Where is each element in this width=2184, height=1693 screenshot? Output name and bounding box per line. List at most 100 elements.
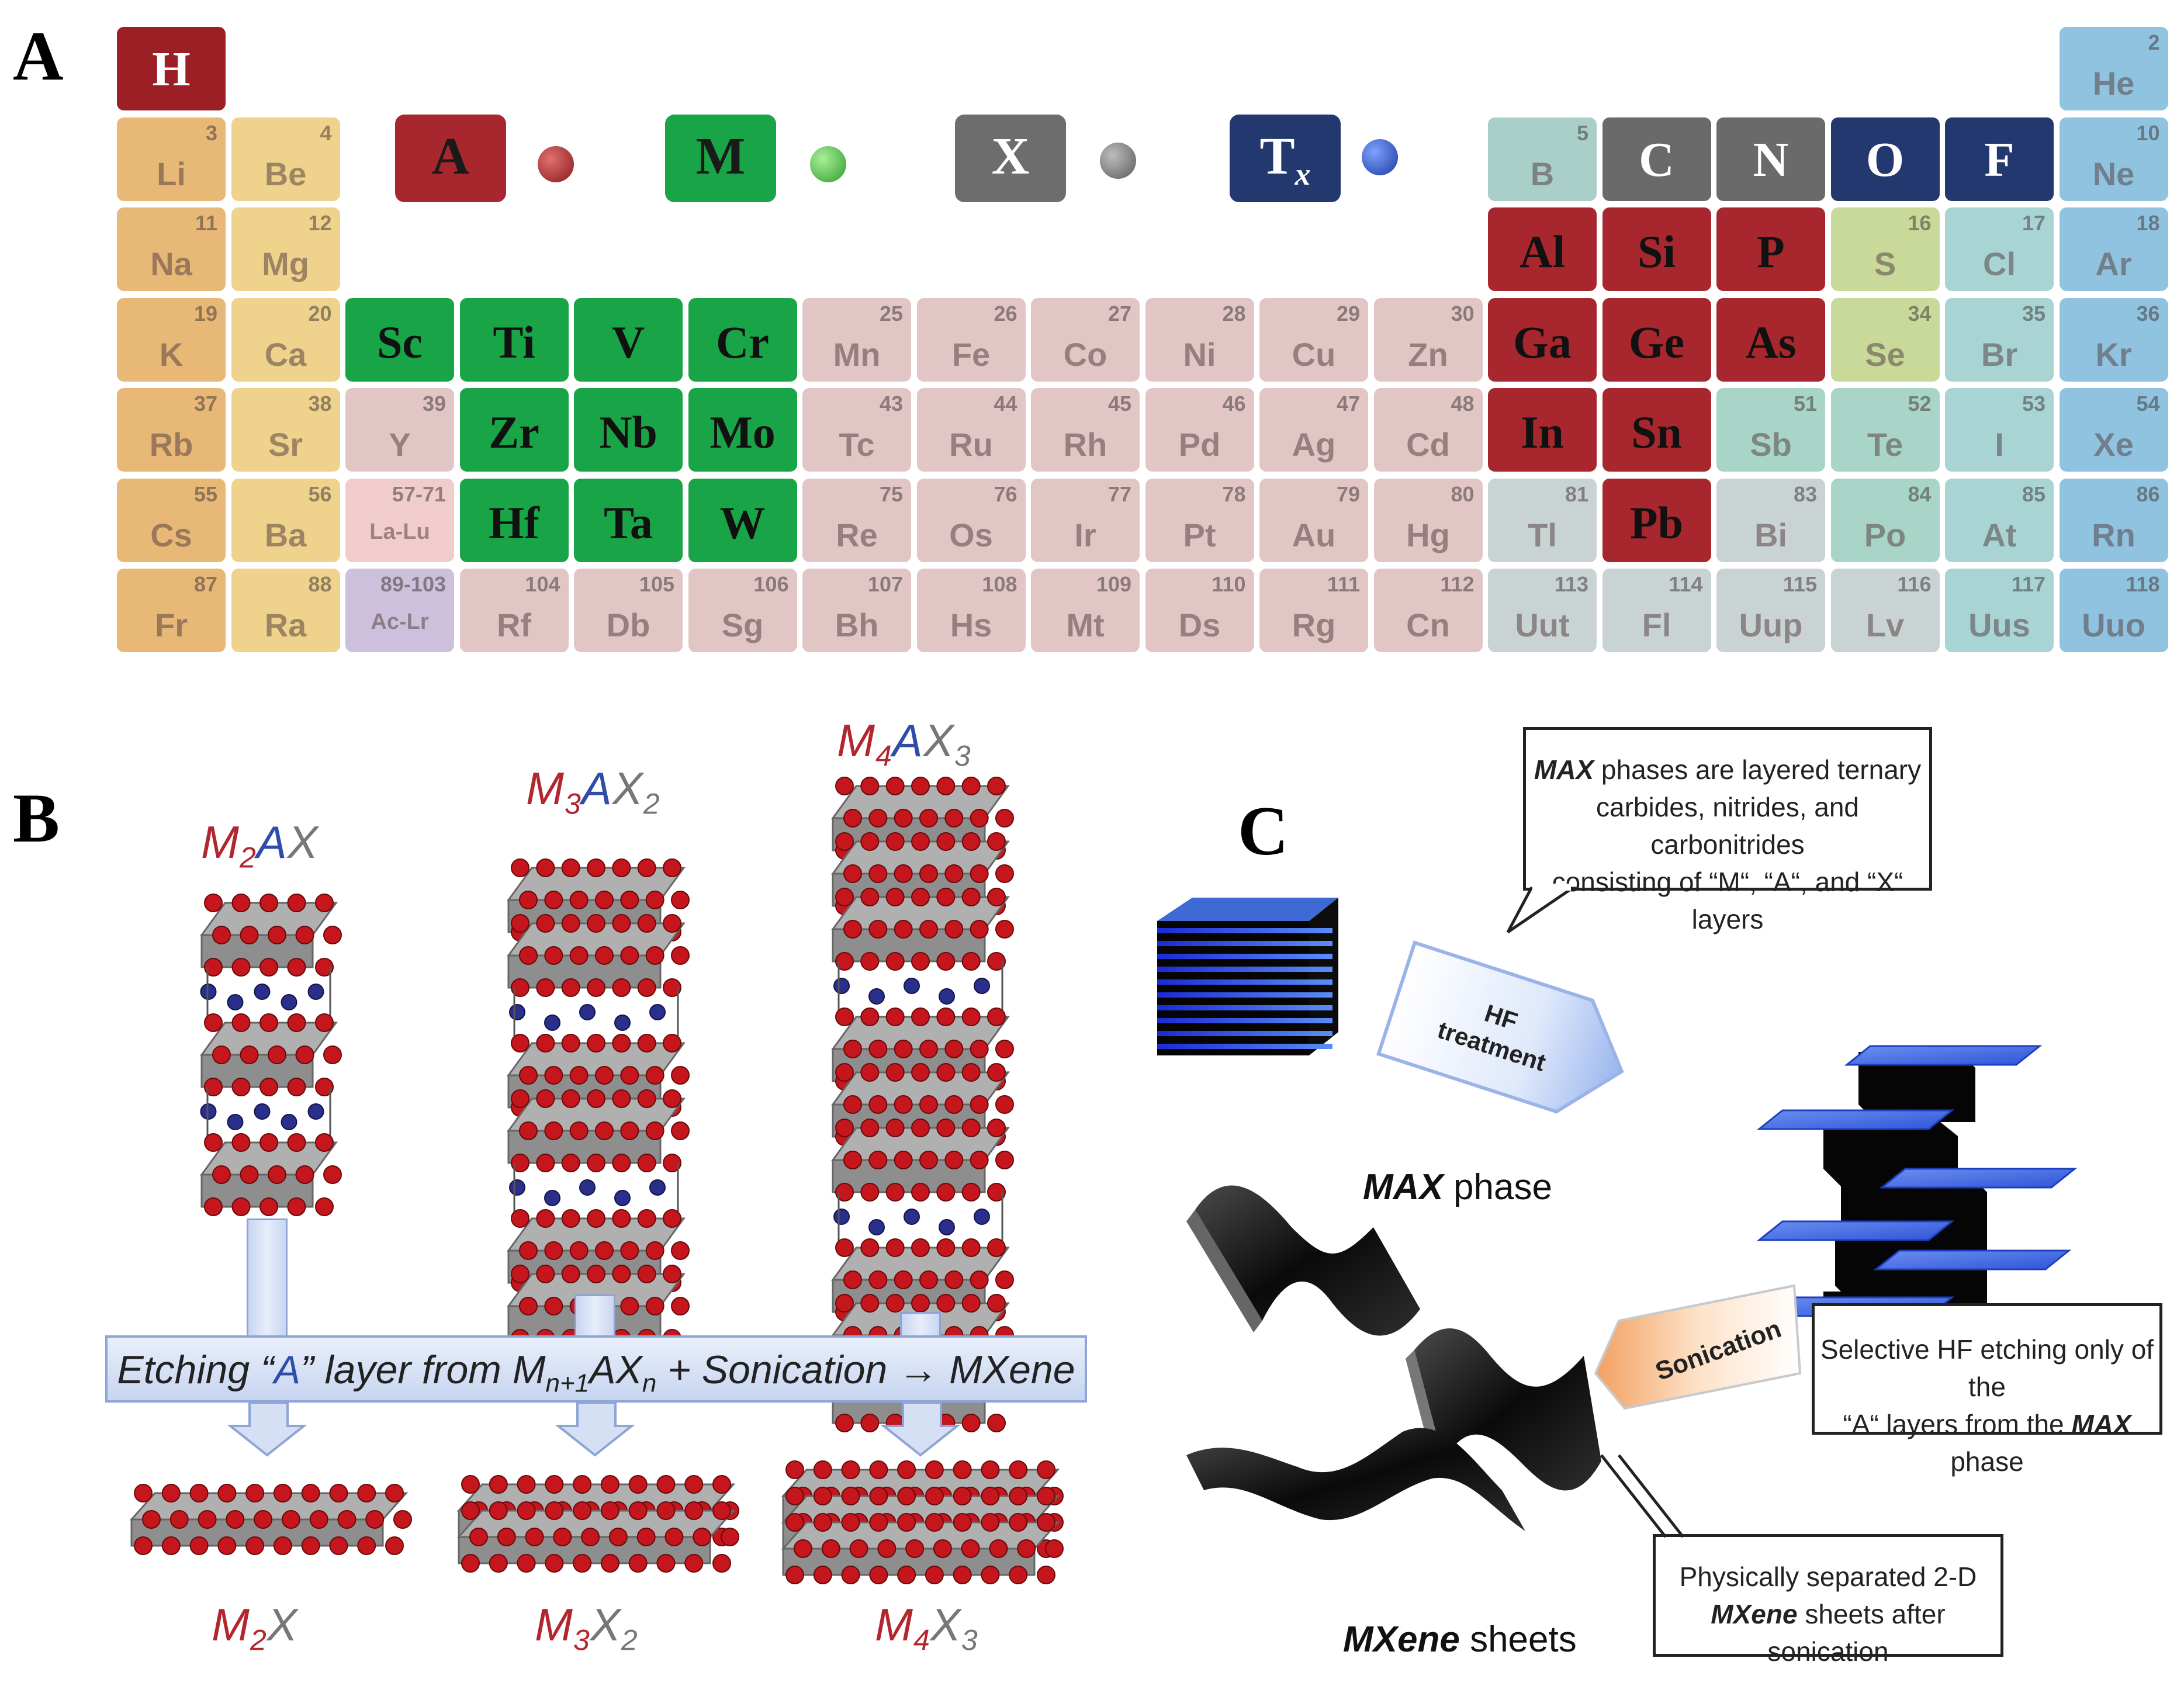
element-symbol: W xyxy=(719,497,766,548)
element-symbol: Po xyxy=(1864,516,1906,553)
element-f: F xyxy=(1945,117,2054,201)
atomic-number: 85 xyxy=(2022,482,2045,506)
etch-callout-line2: “A“ layers from the MAX phase xyxy=(1843,1409,2131,1477)
atomic-number: 76 xyxy=(994,482,1017,506)
element-symbol: Hs xyxy=(950,607,992,643)
atomic-number: 38 xyxy=(308,392,332,416)
legend-tx-box: Tx xyxy=(1230,115,1341,202)
element-symbol: Lv xyxy=(1865,607,1905,643)
atomic-number: 29 xyxy=(1336,301,1360,326)
atomic-number: 12 xyxy=(308,211,332,235)
element-pb: Pb xyxy=(1602,478,1711,562)
element-as: As xyxy=(1716,297,1825,382)
element-symbol: Uus xyxy=(1968,607,2030,643)
max-callout-line3: consisting of “M“, “A“, and “X“ layers xyxy=(1552,867,1903,934)
etching-text: Etching “A” layer from Mn+1AXn + Sonicat… xyxy=(117,1348,1075,1398)
down-arrows xyxy=(227,1401,961,1457)
element-symbol: F xyxy=(1984,132,2015,187)
atomic-number: 83 xyxy=(1793,482,1817,506)
element-symbol: Nb xyxy=(599,407,657,458)
atomic-number: 26 xyxy=(994,301,1017,326)
etch-callout-line1: Selective HF etching only of the xyxy=(1820,1334,2154,1402)
element-symbol: Rg xyxy=(1292,607,1336,643)
legend-x-label: X xyxy=(991,127,1030,185)
atomic-number: 108 xyxy=(982,572,1017,596)
element-o: O xyxy=(1830,117,1940,201)
atomic-number: 19 xyxy=(193,301,217,326)
element-symbol: Uuo xyxy=(2082,607,2145,643)
element-p: P xyxy=(1716,207,1825,291)
atomic-number: 104 xyxy=(525,572,560,596)
max-callout: MAX phases are layered ternary carbides,… xyxy=(1523,727,1932,934)
element-symbol: Li xyxy=(157,155,186,192)
element-symbol: Ge xyxy=(1628,316,1685,368)
element-symbol: Ar xyxy=(2095,245,2132,282)
element-symbol: V xyxy=(611,316,645,368)
atomic-number: 27 xyxy=(1107,301,1131,326)
element-cr: Cr xyxy=(688,297,797,382)
atomic-number: 89-103 xyxy=(380,572,446,596)
element-symbol: C xyxy=(1639,132,1674,187)
element-symbol: Bh xyxy=(835,607,879,643)
atomic-number: 53 xyxy=(2022,392,2045,416)
atomic-number: 47 xyxy=(1336,392,1360,416)
atomic-number: 113 xyxy=(1554,572,1588,596)
formula-m4x3: M4X3 xyxy=(875,1599,978,1657)
element-symbol: Re xyxy=(836,516,878,553)
element-symbol: Ir xyxy=(1074,516,1096,553)
element-symbol: Uup xyxy=(1739,607,1803,643)
element-symbol: Ac-Lr xyxy=(371,610,429,634)
element-symbol: Ru xyxy=(949,426,993,463)
atomic-number: 78 xyxy=(1222,482,1246,506)
element-symbol: Zr xyxy=(489,407,539,458)
element-symbol: Kr xyxy=(2095,335,2132,373)
legend-a-atom xyxy=(538,146,574,182)
formula-m3ax2: M3AX2 xyxy=(526,763,660,820)
atomic-number: 3 xyxy=(205,120,217,145)
element-symbol: Hg xyxy=(1406,516,1450,553)
atomic-number: 105 xyxy=(639,572,674,596)
element-symbol: As xyxy=(1745,316,1797,368)
element-ti: Ti xyxy=(459,297,569,382)
atomic-number: 88 xyxy=(308,572,332,596)
atomic-number: 87 xyxy=(193,572,217,596)
element-symbol: Be xyxy=(264,155,307,192)
element-symbol: Tl xyxy=(1528,516,1557,553)
atomic-number: 18 xyxy=(2136,211,2160,235)
atomic-number: 46 xyxy=(1222,392,1246,416)
element-symbol: Mo xyxy=(709,407,776,458)
legend-m-label: M xyxy=(695,127,746,185)
arrow-shaft-1 xyxy=(247,1218,288,1341)
element-c: C xyxy=(1602,117,1711,201)
element-symbol: Fl xyxy=(1642,607,1671,643)
element-symbol: At xyxy=(1982,516,2017,553)
crystal-structures xyxy=(129,777,1064,1584)
sonication-arrow: Sonication xyxy=(1594,1284,1802,1410)
